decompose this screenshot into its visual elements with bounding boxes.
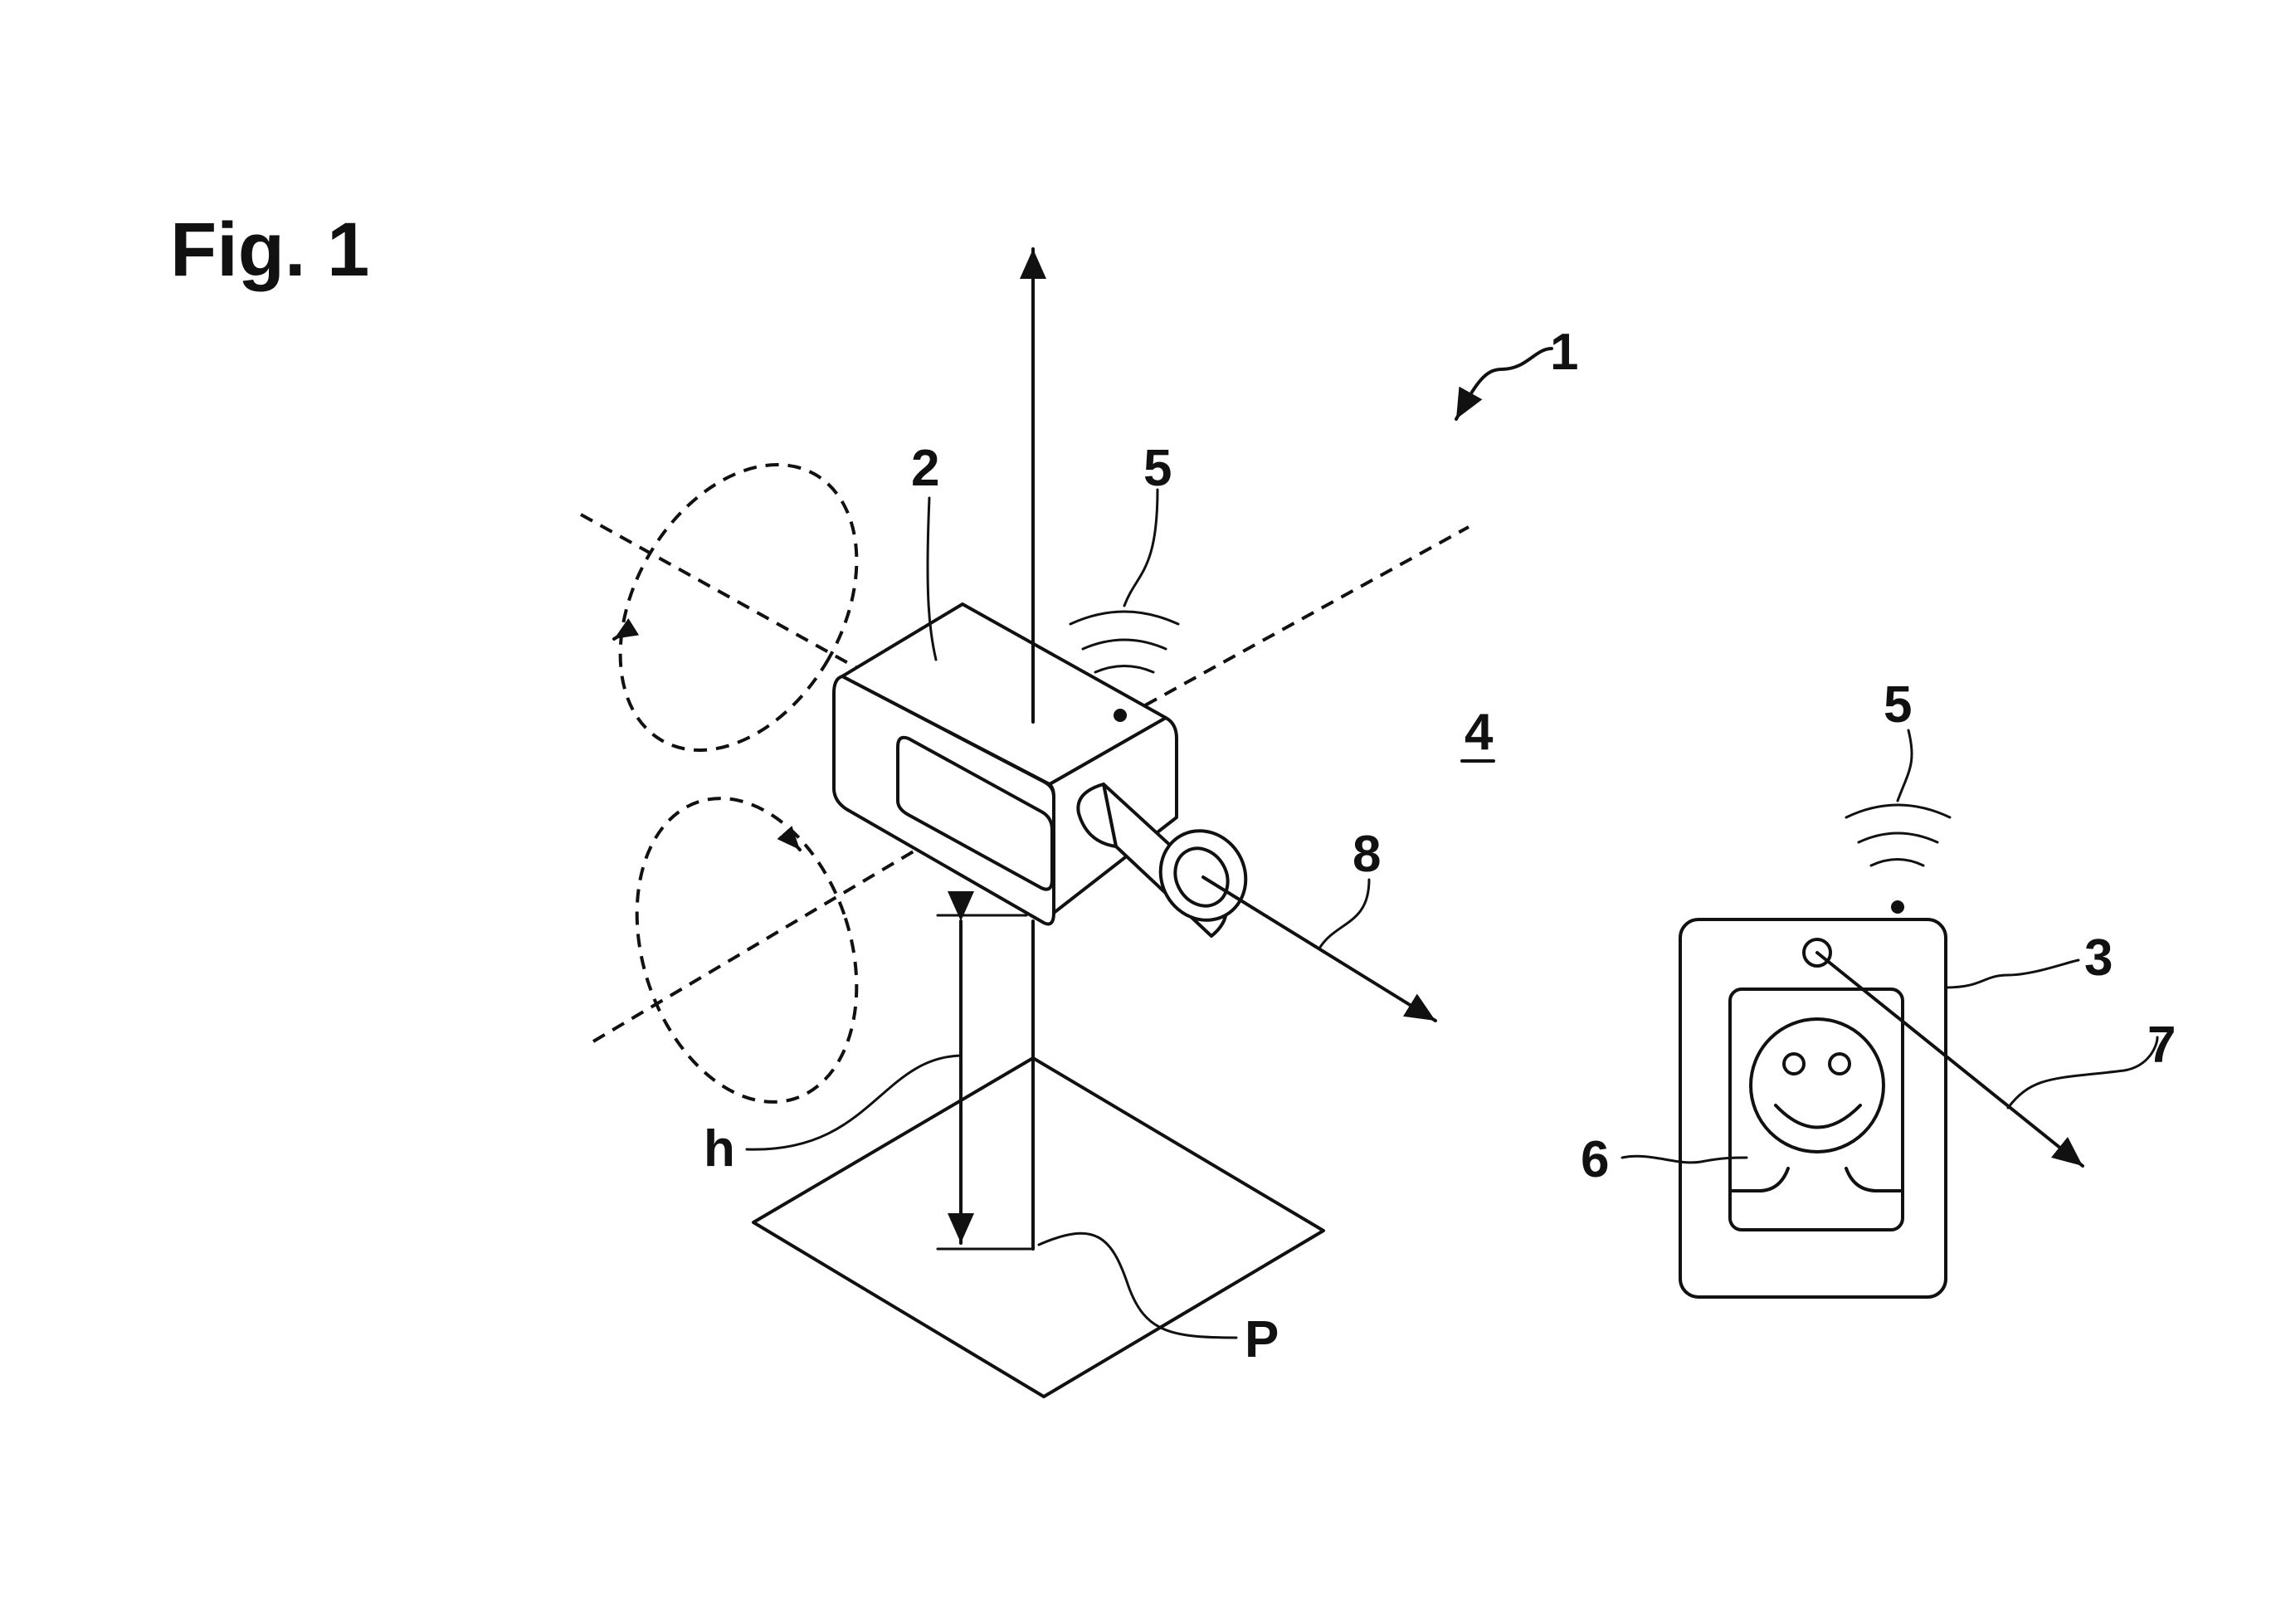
device-camera-icon	[1802, 938, 1832, 968]
axis-dashed-upper-left	[580, 513, 880, 682]
label-leader-1	[1455, 347, 1553, 421]
axis-dashed-upper-right	[1144, 525, 1469, 707]
figure-title: Fig. 1	[170, 207, 369, 292]
camera-transmitter-dot	[1114, 709, 1127, 722]
label-8: 8	[1352, 826, 1381, 883]
ground-plane	[752, 1056, 1325, 1398]
camera-signal-waves	[1069, 488, 1180, 674]
height-dimension	[745, 891, 1035, 1251]
camera	[832, 602, 1248, 938]
label-2: 2	[911, 440, 939, 497]
smiley-face-icon	[1749, 1017, 1885, 1153]
label-1: 1	[1550, 324, 1578, 381]
device-transmitter-dot	[1891, 900, 1904, 914]
label-6: 6	[1581, 1131, 1609, 1188]
rotation-ellipse-upper	[612, 463, 859, 752]
label-4: 4	[1465, 704, 1494, 761]
mobile-device	[1679, 900, 1947, 1299]
label-3: 3	[2084, 929, 2113, 987]
label-P: P	[1245, 1311, 1279, 1368]
label-5-device: 5	[1884, 676, 1912, 734]
label-leader-P	[1037, 1231, 1238, 1339]
device-optical-axis	[1815, 951, 2084, 1168]
label-h: h	[704, 1120, 735, 1178]
label-5-camera: 5	[1143, 440, 1172, 497]
label-leader-3	[1944, 958, 2080, 989]
rotation-ellipse-lower	[635, 797, 859, 1104]
label-7: 7	[2147, 1017, 2176, 1074]
label-leader-8	[1318, 878, 1371, 950]
axis-dashed-lower	[592, 816, 972, 1043]
device-signal-waves	[1845, 729, 1952, 867]
label-leader-2	[926, 496, 938, 661]
label-leader-6	[1620, 1154, 1748, 1164]
label-leader-7	[2006, 1036, 2159, 1109]
